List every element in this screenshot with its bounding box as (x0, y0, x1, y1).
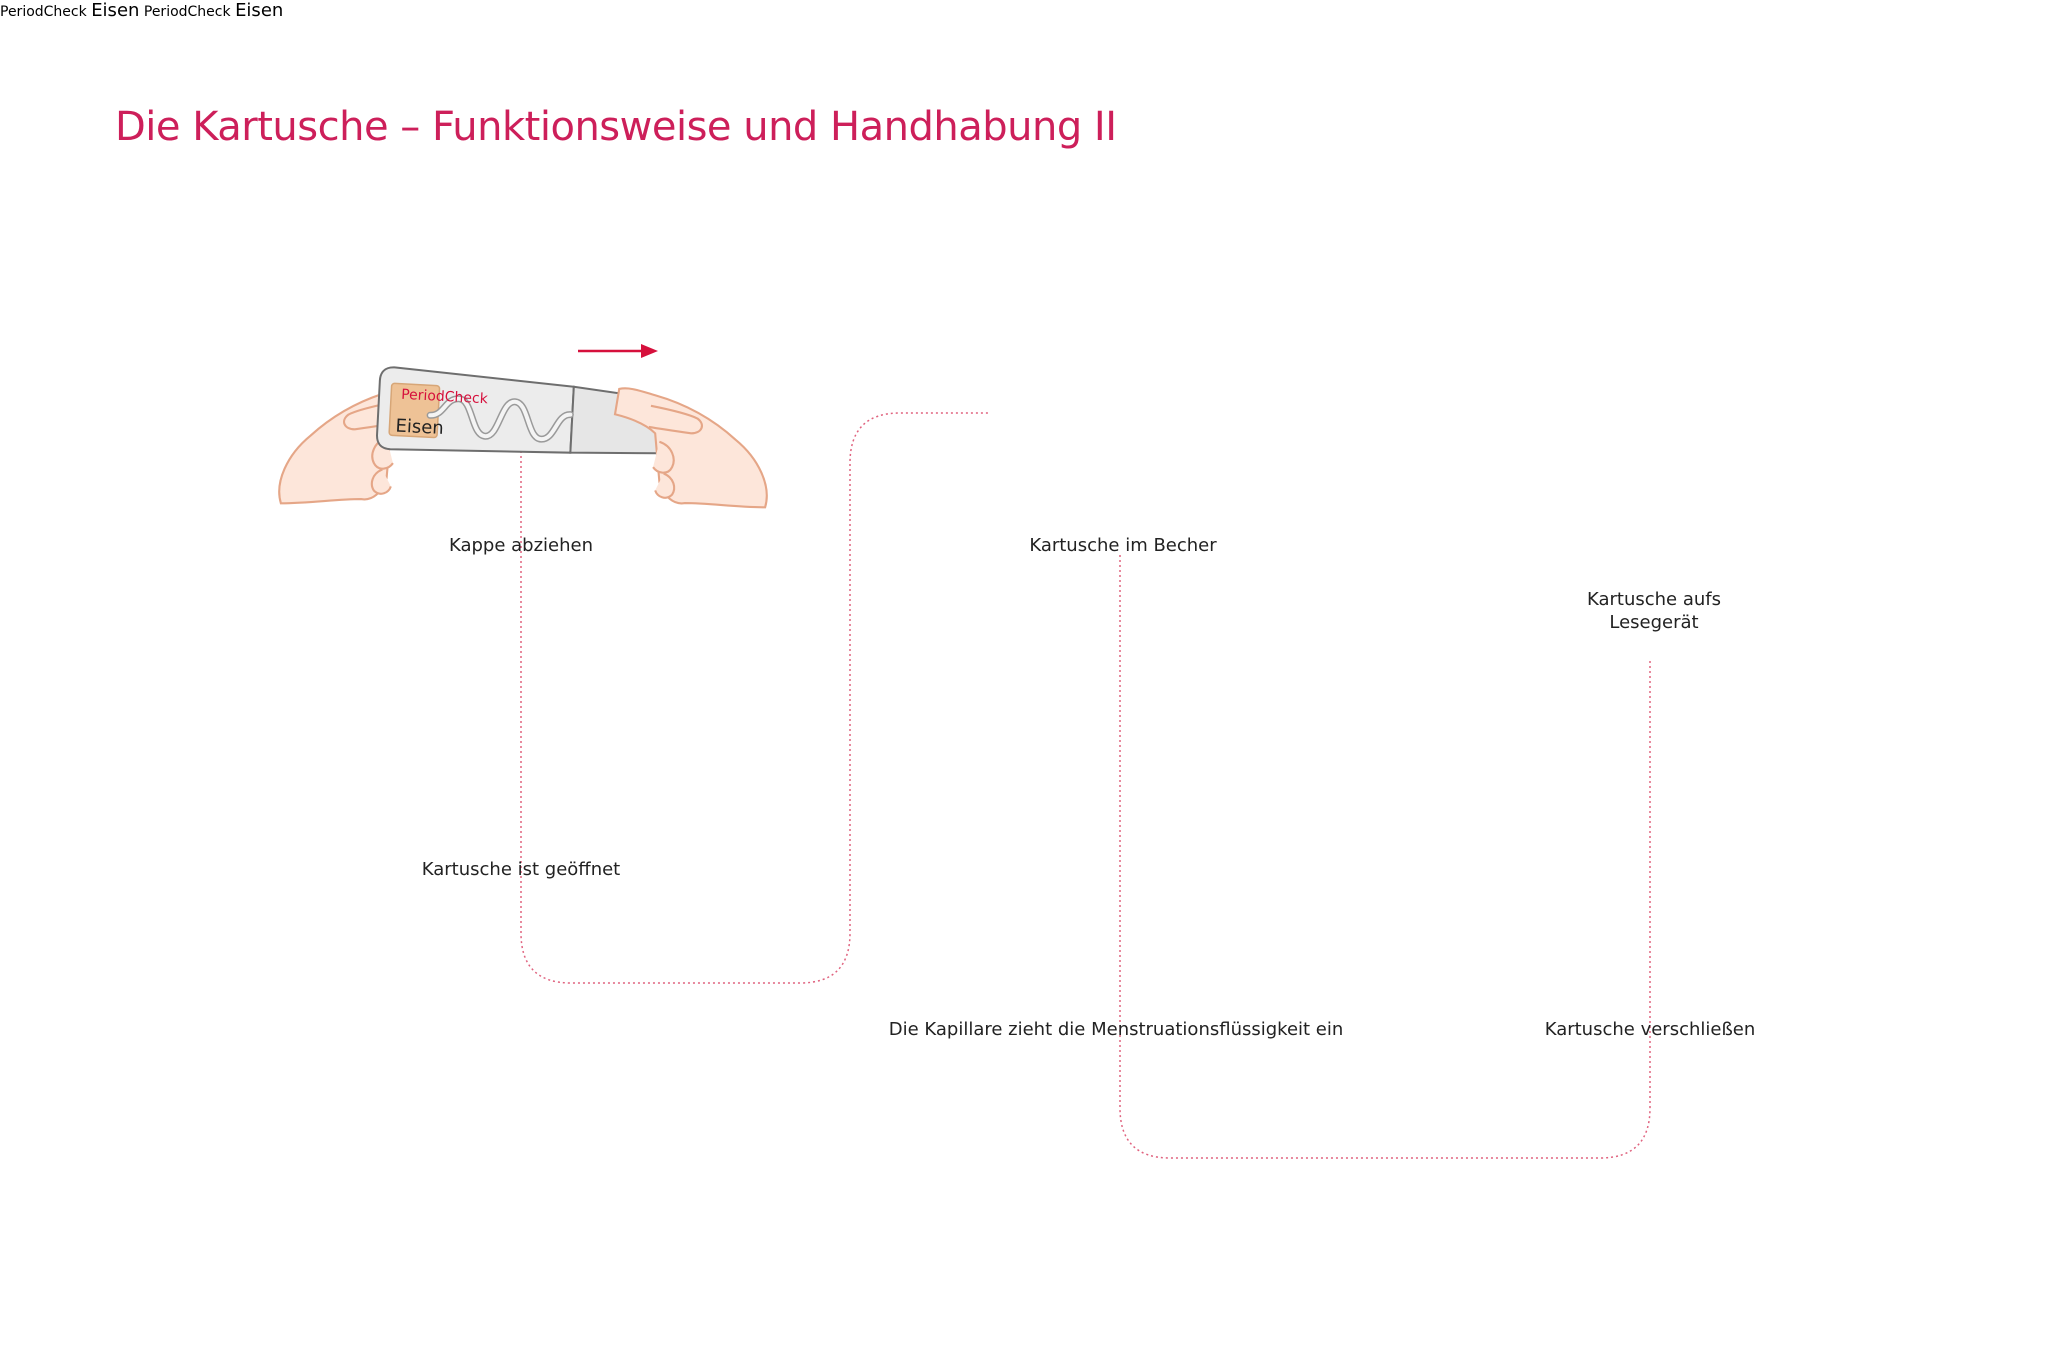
cartridge-brand-label: PeriodCheck (143, 4, 231, 20)
step-close-illustration: PeriodCheck Eisen (143, 0, 284, 21)
cartridge-opened-body: PeriodCheck Eisen (0, 0, 144, 21)
step-opened-illustration: PeriodCheck Eisen (0, 0, 144, 21)
cartridge-closed-body: PeriodCheck Eisen (143, 0, 284, 21)
process-connector-path (520, 412, 988, 984)
caption-in-cup: Kartusche im Becher (1029, 535, 1217, 556)
caption-capillary: Die Kapillare zieht die Menstruationsflü… (888, 1019, 1344, 1040)
caption-reader-line2: Lesegerät (1609, 612, 1699, 633)
iron-pad: PeriodCheck Eisen (143, 0, 284, 21)
caption-opened: Kartusche ist geöffnet (421, 859, 621, 880)
caption-close: Kartusche verschließen (1544, 1019, 1756, 1040)
caption-reader-line1: Kartusche aufs (1586, 589, 1722, 610)
cartridge-pad-label: Eisen (395, 416, 444, 439)
process-connector-path-2 (1119, 555, 1651, 1159)
iron-pad: PeriodCheck Eisen (0, 0, 144, 21)
cartridge-brand-label: PeriodCheck (401, 387, 489, 408)
cartridge-pad-label: Eisen (235, 0, 284, 21)
cartridge-pad-label: Eisen (91, 0, 140, 21)
caption-cap-off: Kappe abziehen (448, 535, 594, 556)
step-cap-off-illustration: PeriodCheck Eisen (278, 344, 768, 509)
cartridge-brand-label: PeriodCheck (0, 4, 87, 20)
cartridge-cap: PeriodCheck Eisen (143, 0, 284, 21)
page-title: Die Kartusche – Funktionsweise und Handh… (115, 104, 1117, 150)
